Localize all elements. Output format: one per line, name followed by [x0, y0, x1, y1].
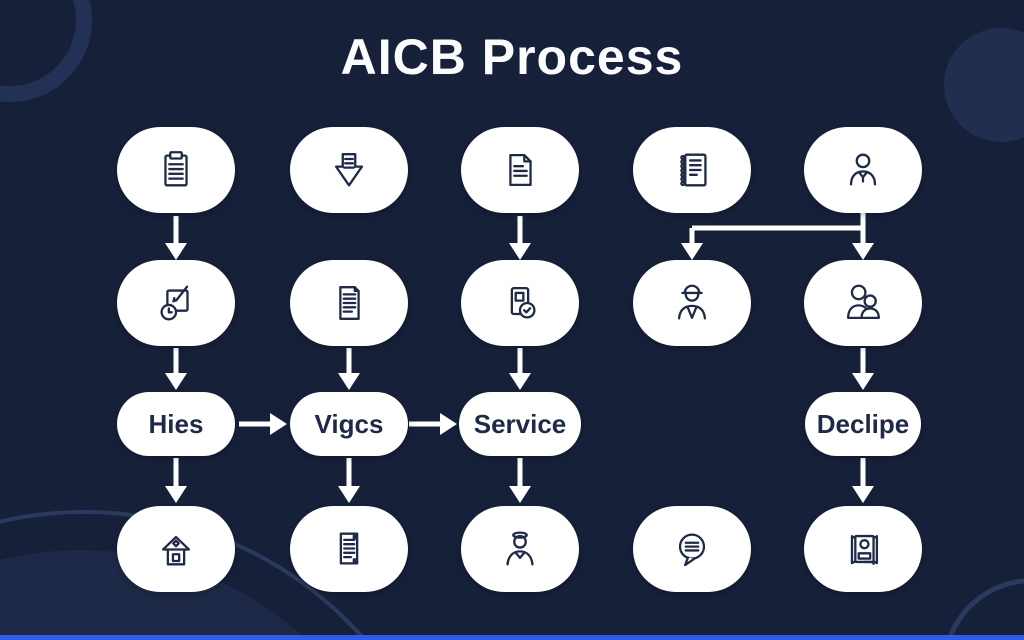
node-chat-bubble — [633, 506, 751, 592]
node-clipboard — [117, 127, 235, 213]
card-check-icon — [510, 286, 536, 319]
node-document — [461, 127, 579, 213]
step-pill-service: Service — [459, 392, 581, 456]
step-pill-vigcs: Vigcs — [290, 392, 408, 456]
node-document-lines — [290, 260, 408, 346]
step-label-vigcs: Vigcs — [314, 408, 384, 439]
node-worker — [633, 260, 751, 346]
node-notebook — [633, 127, 751, 213]
edit-clock-icon — [160, 285, 189, 321]
step-pill-declipe: Declipe — [805, 392, 921, 456]
step-pill-hies: Hies — [117, 392, 235, 456]
node-card-check — [461, 260, 579, 346]
accent-bottom-bar — [0, 635, 1024, 640]
id-card-icon — [850, 534, 879, 566]
document-icon — [509, 153, 532, 187]
download-document-icon — [334, 153, 364, 187]
house-icon — [161, 535, 191, 566]
paper-icon — [339, 532, 359, 565]
document-lines-icon — [339, 286, 360, 320]
node-person — [804, 127, 922, 213]
person-icon — [849, 153, 877, 186]
step-label-service: Service — [473, 408, 567, 439]
service-person-icon — [506, 531, 534, 566]
node-paper — [290, 506, 408, 592]
chat-bubble-icon — [678, 533, 706, 567]
page-title: AICB Process — [340, 29, 684, 85]
notebook-icon — [680, 153, 707, 187]
node-id-card — [804, 506, 922, 592]
clipboard-icon — [164, 151, 188, 187]
worker-icon — [677, 284, 707, 320]
node-house — [117, 506, 235, 592]
step-label-declipe: Declipe — [816, 408, 910, 439]
two-people-icon — [846, 284, 880, 320]
node-edit-clock — [117, 260, 235, 346]
node-two-people — [804, 260, 922, 346]
node-download-document — [290, 127, 408, 213]
node-service-person — [461, 506, 579, 592]
step-label-hies: Hies — [148, 408, 204, 439]
